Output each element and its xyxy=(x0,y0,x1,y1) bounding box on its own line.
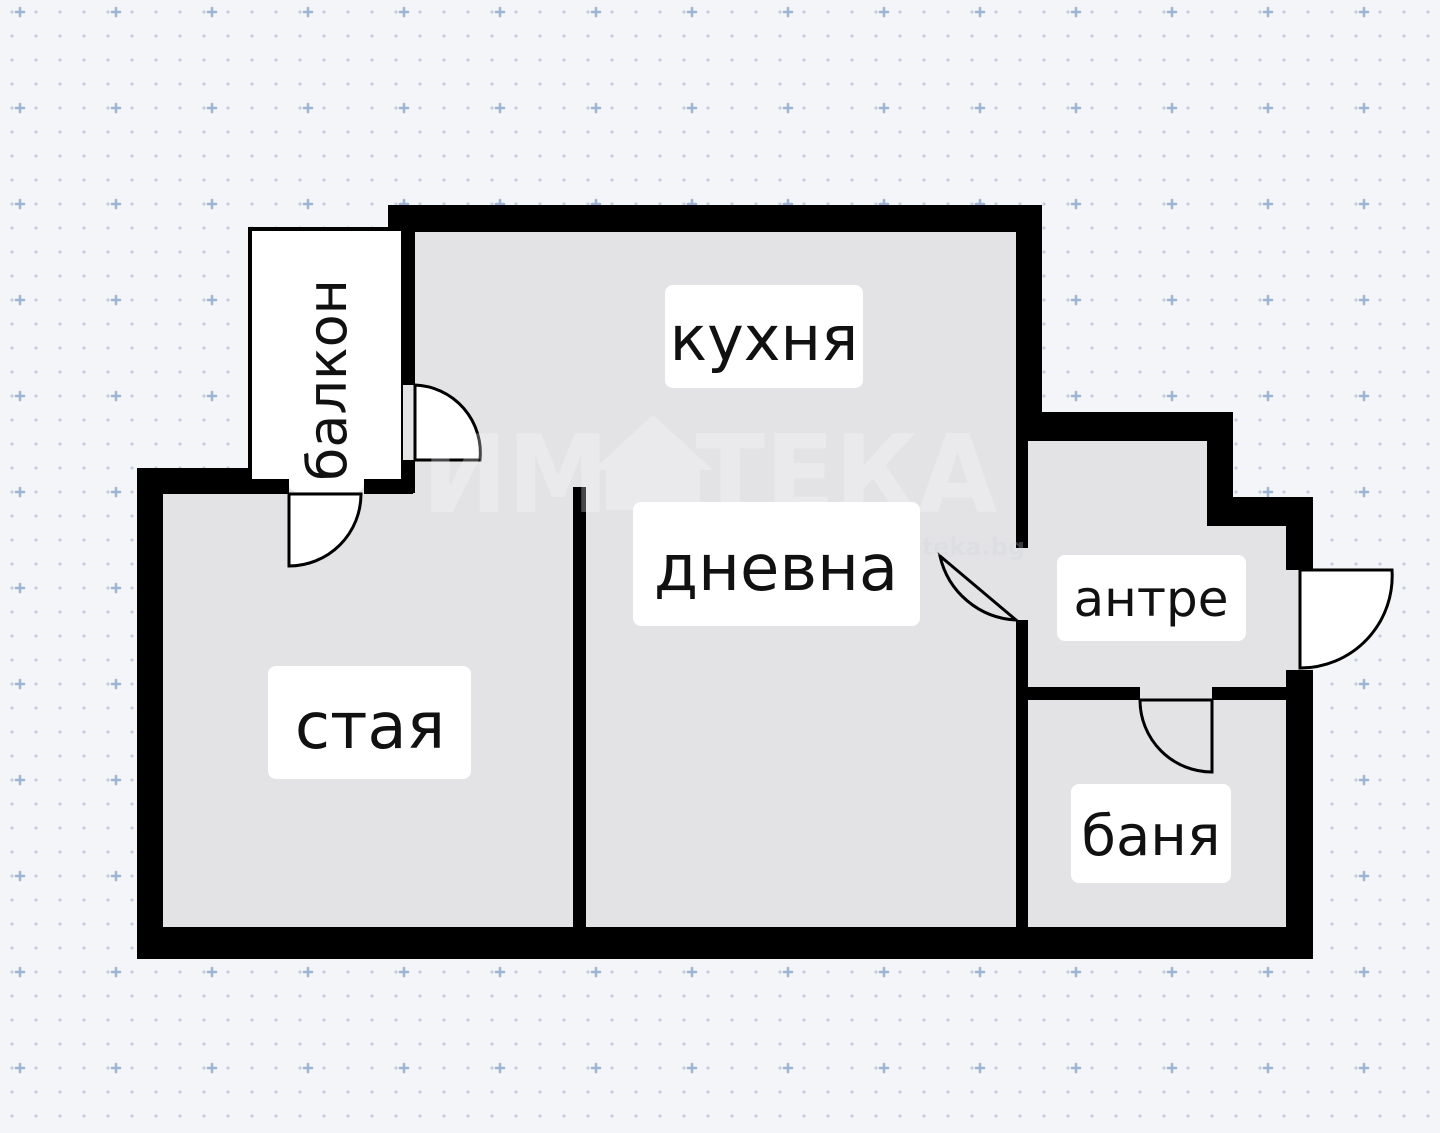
bathroom-door xyxy=(1138,698,1214,774)
living-hallway-door-gap xyxy=(1016,548,1028,620)
label-bedroom-text: стая xyxy=(295,690,445,764)
wall-bedroom-living-lower xyxy=(573,625,586,927)
label-bathroom: баня xyxy=(1071,784,1231,883)
wall-bedroom-living-upper xyxy=(573,487,586,527)
balcony-door-gap xyxy=(403,385,415,460)
label-living-text: дневна xyxy=(654,532,898,606)
label-living: дневна xyxy=(633,502,920,626)
living-open-top xyxy=(415,480,586,494)
house-icon xyxy=(593,415,713,510)
hallway-living-door xyxy=(937,551,1021,622)
label-kitchen: кухня xyxy=(665,285,863,388)
bedroom-door xyxy=(287,492,363,568)
label-balcony: балкон xyxy=(289,262,364,492)
label-hallway-text: антре xyxy=(1074,570,1229,628)
wall-living-hallway xyxy=(1016,620,1028,927)
label-kitchen-text: кухня xyxy=(670,302,859,375)
label-hallway: антре xyxy=(1057,555,1246,641)
doors xyxy=(287,383,1394,774)
label-bedroom: стая xyxy=(268,666,471,779)
balcony-door xyxy=(413,383,482,462)
label-balcony-text: балкон xyxy=(296,279,359,481)
entrance-door xyxy=(1298,568,1394,670)
bathroom-door-gap xyxy=(1140,687,1212,700)
label-bathroom-text: баня xyxy=(1081,804,1220,869)
